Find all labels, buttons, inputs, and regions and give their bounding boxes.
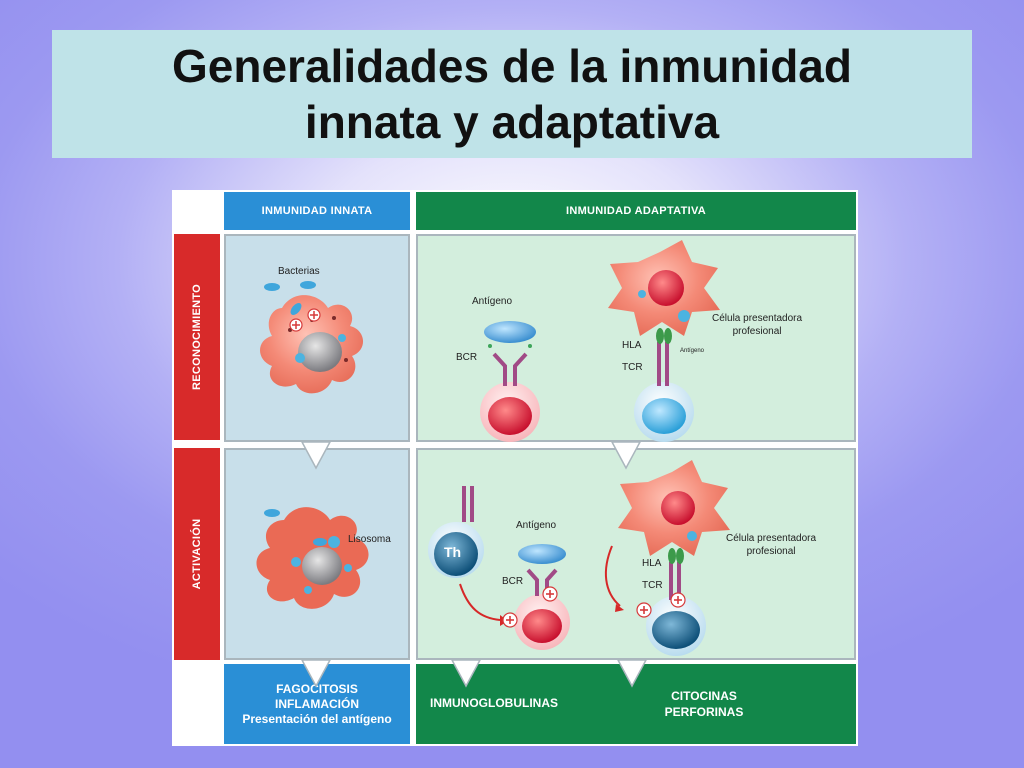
row-label-recognition: RECONOCIMIENTO [174, 234, 220, 440]
label-apc-1-line1: Célula presentadora [712, 313, 803, 324]
row-label-activation: ACTIVACIÓN [174, 448, 220, 660]
t-cell-icon [634, 328, 694, 442]
label-apc-2-line1: Célula presentadora [726, 533, 817, 544]
outcome-perforins: PERFORINAS [664, 705, 744, 719]
label-hla-2: HLA [642, 558, 662, 569]
header-adaptive-immunity: INMUNIDAD ADAPTATIVA [416, 192, 856, 230]
antigen-presenting-cell-icon [608, 240, 720, 336]
page-title-line-1: Generalidades de la inmunidad [172, 40, 852, 92]
immunity-diagram: INMUNIDAD INNATA INMUNIDAD ADAPTATIVA RE… [172, 190, 858, 746]
outcome-inflammation: INFLAMACIÓN [275, 696, 359, 711]
label-bcr-2: BCR [502, 576, 524, 587]
b-cell-icon [480, 321, 540, 442]
label-antigen-small: Antígeno [680, 348, 705, 354]
macrophage-icon [260, 295, 364, 394]
label-hla-1: HLA [622, 340, 642, 351]
title-box: Generalidades de la inmunidad innata y a… [52, 30, 972, 158]
label-apc-1: Célula presentadora profesional [712, 312, 802, 338]
label-tcr-2: TCR [642, 580, 663, 591]
label-lisosoma: Lisosoma [348, 534, 391, 545]
arrow-down-icon [300, 441, 648, 688]
label-bacterias: Bacterias [278, 266, 320, 277]
label-antigen-1: Antígeno [472, 296, 513, 307]
bacteria-icon [264, 281, 316, 315]
diagram-illustrations [256, 240, 730, 688]
page-title-line-2: innata y adaptativa [304, 96, 720, 148]
activated-apc-icon [618, 460, 730, 556]
th-cell-icon [428, 486, 484, 578]
header-innate-immunity: INMUNIDAD INNATA [224, 192, 410, 230]
outcome-phagocytosis: FAGOCITOSIS [276, 681, 358, 696]
label-apc-2-line2: profesional [746, 546, 796, 557]
activated-t-cell-icon [646, 548, 706, 656]
activated-b-cell-icon [514, 544, 570, 650]
outcome-antigen-presentation: Presentación del antígeno [242, 711, 392, 726]
outcome-cytokines-perforins: CITOCINAS PERFORINAS [644, 688, 764, 720]
label-th: Th [444, 544, 462, 560]
outcome-cytokines: CITOCINAS [671, 689, 737, 703]
label-antigen-2: Antígeno [516, 520, 557, 531]
label-apc-2: Célula presentadora profesional [726, 532, 816, 558]
label-apc-1-line2: profesional [732, 326, 782, 337]
arrow-icon [459, 583, 501, 621]
bacterium-icon [264, 509, 280, 517]
arrow-icon [604, 545, 621, 607]
label-bcr-1: BCR [456, 352, 478, 363]
activated-macrophage-icon [256, 507, 369, 609]
outcome-immunoglobulins: INMUNOGLOBULINAS [430, 696, 558, 710]
label-tcr-1: TCR [622, 362, 643, 373]
